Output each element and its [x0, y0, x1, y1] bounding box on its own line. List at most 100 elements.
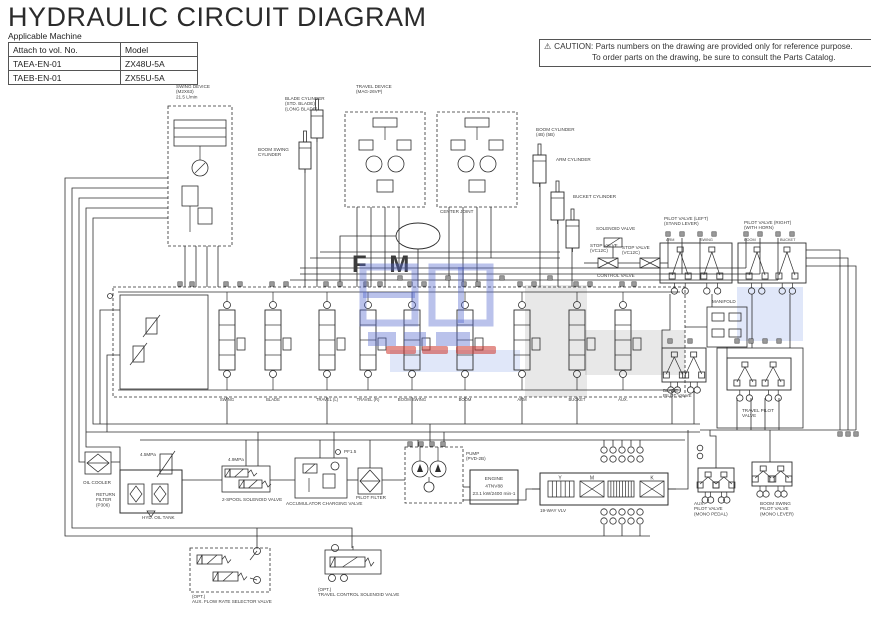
- accum-symbol: [294, 457, 348, 499]
- relief-symbol: [156, 450, 176, 478]
- svg-text:FILTER: FILTER: [96, 497, 112, 502]
- valve-section-aux-: AUX.: [614, 292, 642, 402]
- pilotvalve-symbol: [737, 242, 807, 295]
- svg-text:TRAVEL DEVICE: TRAVEL DEVICE: [356, 84, 392, 89]
- component-label: (OPT.)TRAVEL CONTROL SOLENOID VALVE: [318, 587, 399, 597]
- oval-symbol: [395, 222, 441, 250]
- svg-text:SOLENOID VALVE: SOLENOID VALVE: [596, 226, 635, 231]
- sol2v-symbol: [189, 547, 271, 593]
- svg-text:AUX. FLOW RATE SELECTOR VALVE: AUX. FLOW RATE SELECTOR VALVE: [192, 599, 272, 604]
- caution-box: ⚠CAUTION: Parts numbers on the drawing a…: [539, 39, 871, 68]
- svg-text:BOOM: BOOM: [459, 397, 472, 402]
- component-label: CENTER JOINT: [440, 209, 474, 214]
- svg-text:ENGINE: ENGINE: [485, 476, 503, 482]
- svg-text:TRAVEL (R): TRAVEL (R): [357, 397, 380, 402]
- component-label: SOLENOID VALVE: [596, 226, 635, 231]
- valve-section-swing: SWING: [218, 292, 246, 402]
- svg-text:BLADE CYLINDER: BLADE CYLINDER: [285, 96, 325, 101]
- svg-text:(MONO LEVER): (MONO LEVER): [760, 511, 794, 516]
- cylinder-symbol: [565, 208, 580, 252]
- component-label: SWING: [700, 238, 713, 242]
- cell-model-2: ZX55U-5A: [120, 70, 198, 85]
- component-label: 4.9MPa: [228, 457, 244, 462]
- svg-text:21.5 L/min: 21.5 L/min: [176, 94, 198, 99]
- svg-text:(M2X63): (M2X63): [176, 89, 194, 94]
- component-label: STOP VALVE(VC12C): [622, 245, 650, 255]
- cell-vol-2: TAEB-EN-01: [8, 70, 121, 85]
- component-label: BLADE CYLINDER(STD. BLADE)(LONG BLADE): [285, 96, 325, 111]
- table-row: TAEB-EN-01 ZX55U-5A: [8, 70, 198, 85]
- svg-text:ARM CYLINDER: ARM CYLINDER: [556, 157, 591, 162]
- svg-text:Y: Y: [558, 476, 562, 482]
- pilotvalve-symbol: [696, 467, 736, 504]
- component-label: (OPT.)AUX. FLOW RATE SELECTOR VALVE: [192, 594, 272, 604]
- svg-text:BOOM: BOOM: [744, 238, 756, 242]
- page-title: HYDRAULIC CIRCUIT DIAGRAM: [8, 2, 427, 32]
- svg-text:AUX.: AUX.: [694, 501, 705, 506]
- svg-text:PILOT VALVE: PILOT VALVE: [760, 506, 789, 511]
- table-row: TAEA-EN-01 ZX48U-5A: [8, 56, 198, 71]
- svg-text:23.1 kW/2400 min-1: 23.1 kW/2400 min-1: [473, 491, 516, 497]
- svg-text:(VC12C): (VC12C): [590, 248, 608, 253]
- box-symbol: [112, 286, 686, 398]
- applicable-machine-table: Attach to vol. No. Model TAEA-EN-01 ZX48…: [8, 42, 198, 85]
- sol1-symbol: [603, 237, 623, 248]
- swing-symbol: [167, 105, 233, 247]
- svg-text:TRAVEL CONTROL SOLENOID VALVE: TRAVEL CONTROL SOLENOID VALVE: [318, 592, 399, 597]
- ports: [177, 231, 859, 447]
- svg-text:M: M: [590, 476, 594, 482]
- valve-section-boom: BOOM: [456, 292, 484, 402]
- svg-text:(MONO PEDAL): (MONO PEDAL): [694, 511, 728, 516]
- svg-text:TRAVEL (L): TRAVEL (L): [316, 397, 339, 402]
- svg-text:PILOT FILTER: PILOT FILTER: [356, 495, 387, 500]
- svg-text:2-SPOOL SOLENOID VALVE: 2-SPOOL SOLENOID VALVE: [222, 497, 282, 502]
- component-label: PF1.5: [344, 449, 357, 454]
- svg-text:BLADE: BLADE: [266, 397, 280, 402]
- svg-text:BUCKET: BUCKET: [780, 238, 796, 242]
- svg-text:HYD. OIL TANK: HYD. OIL TANK: [142, 515, 176, 520]
- filterbox-symbol: [357, 467, 383, 495]
- component-label: PILOT FILTER: [356, 495, 387, 500]
- pumpunit-symbol: [404, 446, 464, 504]
- component-label: AUX.PILOT VALVE(MONO PEDAL): [694, 501, 728, 516]
- svg-text:(STAND LEVER): (STAND LEVER): [664, 221, 699, 226]
- component-label: STOP VALVE(VC12C): [590, 243, 618, 253]
- component-label: SWING DEVICE(M2X63)21.5 L/min: [176, 84, 210, 99]
- svg-text:PUMP: PUMP: [466, 451, 479, 456]
- relief-symbol: [129, 342, 148, 366]
- connector-circles: [107, 293, 704, 584]
- valve-section-blade: BLADE: [264, 292, 292, 402]
- travelmotor-symbol: [344, 111, 426, 208]
- svg-text:ARM: ARM: [666, 238, 674, 242]
- svg-text:OIL COOLER: OIL COOLER: [83, 480, 112, 485]
- component-label: BOOM: [744, 238, 756, 242]
- svg-text:(VC12C): (VC12C): [622, 250, 640, 255]
- svg-text:STOP VALVE: STOP VALVE: [622, 245, 650, 250]
- applicable-machine: Applicable Machine Attach to vol. No. Mo…: [8, 31, 198, 85]
- component-label: 4.5MPa: [140, 452, 156, 457]
- wires: [64, 138, 857, 548]
- component-label: ARM CYLINDER: [556, 157, 591, 162]
- box-symbol: [119, 294, 209, 390]
- svg-text:SWING DEVICE: SWING DEVICE: [176, 84, 210, 89]
- component-label: ARM: [666, 238, 674, 242]
- caution-line2: To order parts on the drawing, be sure t…: [592, 52, 836, 62]
- svg-text:BUCKET: BUCKET: [569, 397, 586, 402]
- watermark-bands: [390, 285, 803, 397]
- svg-text:K: K: [650, 476, 654, 482]
- xbox-symbol: [597, 257, 619, 269]
- svg-text:AUX.: AUX.: [618, 397, 628, 402]
- component-label: 2-SPOOL SOLENOID VALVE: [222, 497, 282, 502]
- svg-text:PILOT VALVE: PILOT VALVE: [694, 506, 723, 511]
- svg-text:4.5MPa: 4.5MPa: [140, 452, 156, 457]
- svg-text:(P306): (P306): [96, 502, 110, 507]
- pilotvalve-symbol: [659, 242, 733, 295]
